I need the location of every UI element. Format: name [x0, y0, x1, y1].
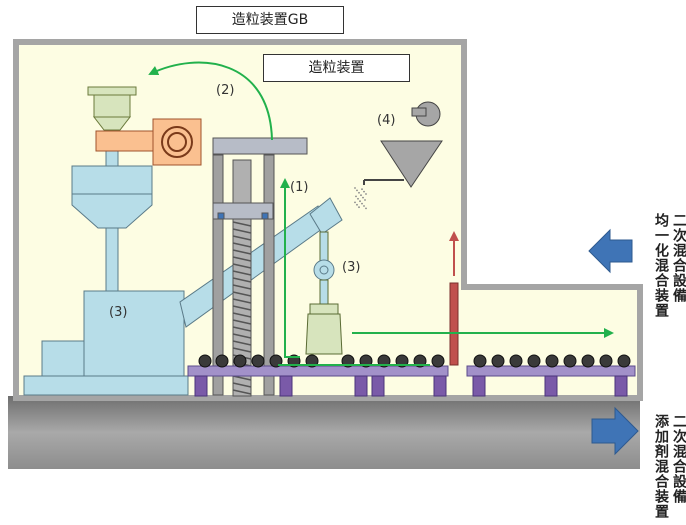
label-3-right: (3) [342, 260, 360, 275]
conveyor-leg [279, 375, 293, 397]
conveyor-roller [233, 354, 247, 368]
additive-hopper [363, 101, 443, 188]
floor [8, 396, 640, 469]
label-3-left: (3) [109, 305, 127, 320]
conveyor-roller [491, 354, 505, 368]
label-1: (1) [290, 180, 308, 195]
right-mixer-machine [305, 231, 343, 355]
conveyor-roller [545, 354, 559, 368]
granulator-gb-title: 造粒装置GB [196, 6, 344, 34]
conveyor-roller [563, 354, 577, 368]
conveyor-roller [251, 354, 265, 368]
conveyor-leg [194, 375, 208, 397]
conveyor-roller [473, 354, 487, 368]
upper-col-left: 均一化混合装置 [653, 213, 669, 318]
roller-conveyors [187, 354, 636, 397]
flow-path-2 [148, 61, 273, 141]
powder-sprinkle [354, 187, 367, 210]
motor-unit [95, 118, 202, 166]
conveyor-leg [354, 375, 368, 397]
conveyor-rail [466, 365, 636, 377]
conveyor-leg [472, 375, 486, 397]
label-2: (2) [216, 83, 234, 98]
screw-shaft [232, 221, 252, 395]
conveyor-roller [431, 354, 445, 368]
conveyor-leg [433, 375, 447, 397]
conveyor-roller [527, 354, 541, 368]
conveyor-roller [509, 354, 523, 368]
label-4: (4) [377, 113, 395, 128]
conveyor-roller [215, 354, 229, 368]
lower-col-right: 二次混合設備 [671, 414, 686, 504]
partition-gate [449, 282, 459, 366]
conveyor-leg [544, 375, 558, 397]
granulator-device-title: 造粒装置 [263, 54, 410, 82]
conveyor-roller [599, 354, 613, 368]
conveyor-roller [198, 354, 212, 368]
conveyor-leg [614, 375, 628, 397]
conveyor-rail [187, 365, 449, 377]
conveyor-roller [581, 354, 595, 368]
process-flow [148, 61, 614, 366]
blue-arrow-lower [591, 406, 639, 456]
lower-col-left: 添加剤混合装置 [653, 414, 669, 519]
left-mixer-machine [23, 149, 189, 396]
upper-col-right: 二次混合設備 [671, 213, 686, 303]
flow-path-1 [280, 178, 300, 358]
conveyor-roller [617, 354, 631, 368]
blue-arrow-upper [588, 228, 633, 274]
top-hopper [87, 86, 137, 131]
conveyor-leg [371, 375, 385, 397]
